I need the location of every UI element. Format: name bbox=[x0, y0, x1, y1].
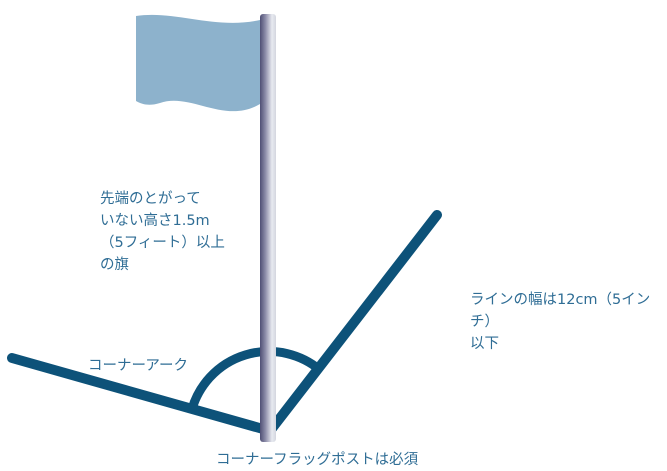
flag-cloth bbox=[136, 14, 260, 112]
touchline bbox=[7, 353, 275, 436]
corner-post-label: コーナーフラッグポストは必須 bbox=[216, 452, 419, 468]
flag-pole bbox=[260, 14, 276, 442]
line-width-note: ラインの幅は12cm（5インチ） 以下 bbox=[470, 292, 651, 352]
corner-flag-icon bbox=[260, 14, 276, 442]
goal-line bbox=[265, 210, 442, 436]
corner-arc bbox=[187, 346, 323, 411]
corner-arc-label: コーナーアーク bbox=[88, 358, 189, 374]
flag-height-note: 先端のとがって いない高さ1.5m （5フィート）以上 の旗 bbox=[100, 191, 225, 273]
